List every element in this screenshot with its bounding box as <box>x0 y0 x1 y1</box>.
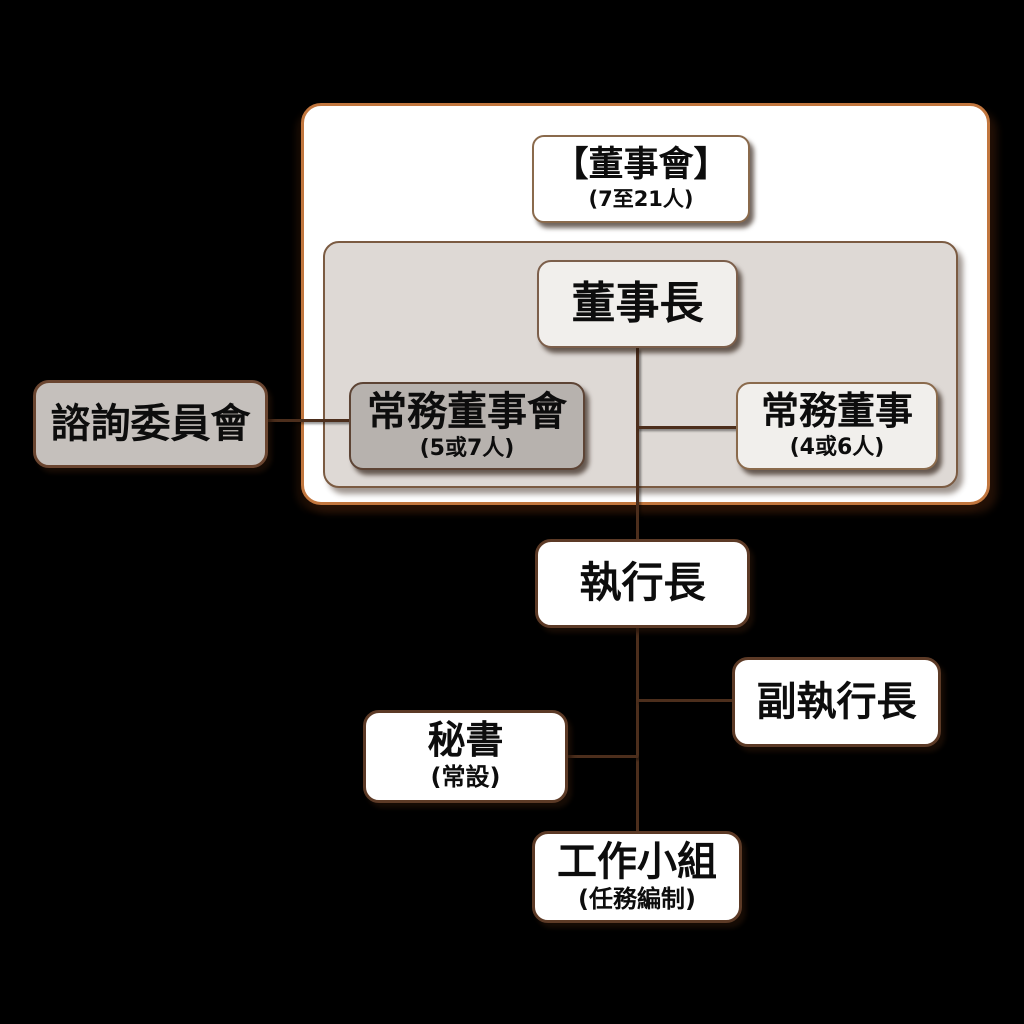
node-board-of-directors: 【董事會】 (7至21人) <box>532 135 750 223</box>
node-chairman-title: 董事長 <box>571 277 704 329</box>
node-ceo: 執行長 <box>535 539 750 628</box>
node-advisory-title: 諮詢委員會 <box>50 401 251 447</box>
node-secretary-title: 秘書 <box>427 718 504 763</box>
connector-to-deputy-ceo <box>637 699 734 702</box>
node-board-subtitle: (7至21人) <box>588 186 694 211</box>
node-ceo-title: 執行長 <box>579 558 706 608</box>
connector-chairman-to-ceo <box>636 348 639 539</box>
connector-to-standing-directors <box>637 426 738 429</box>
connector-ceo-to-task-force <box>636 627 639 833</box>
node-chairman: 董事長 <box>537 260 738 348</box>
node-standing-board: 常務董事會 (5或7人) <box>349 382 585 470</box>
connector-secretary-to-trunk <box>566 755 638 758</box>
node-standing-board-title: 常務董事會 <box>367 388 567 435</box>
node-board-title: 【董事會】 <box>553 145 729 186</box>
node-deputy-ceo: 副執行長 <box>732 657 941 747</box>
connector-advisory-to-standing-board <box>266 419 352 422</box>
node-advisory-committee: 諮詢委員會 <box>33 380 268 468</box>
node-standing-directors-subtitle: (4或6人) <box>789 434 885 460</box>
node-standing-directors-title: 常務董事 <box>760 388 913 433</box>
node-deputy-ceo-title: 副執行長 <box>756 679 917 725</box>
node-task-force-subtitle: (任務編制) <box>578 884 696 913</box>
node-secretary: 秘書 (常設) <box>363 710 568 803</box>
node-secretary-subtitle: (常設) <box>430 763 501 792</box>
node-standing-directors: 常務董事 (4或6人) <box>736 382 938 470</box>
node-task-force-title: 工作小組 <box>557 838 717 885</box>
node-standing-board-subtitle: (5或7人) <box>419 435 515 461</box>
node-task-force: 工作小組 (任務編制) <box>532 831 742 923</box>
